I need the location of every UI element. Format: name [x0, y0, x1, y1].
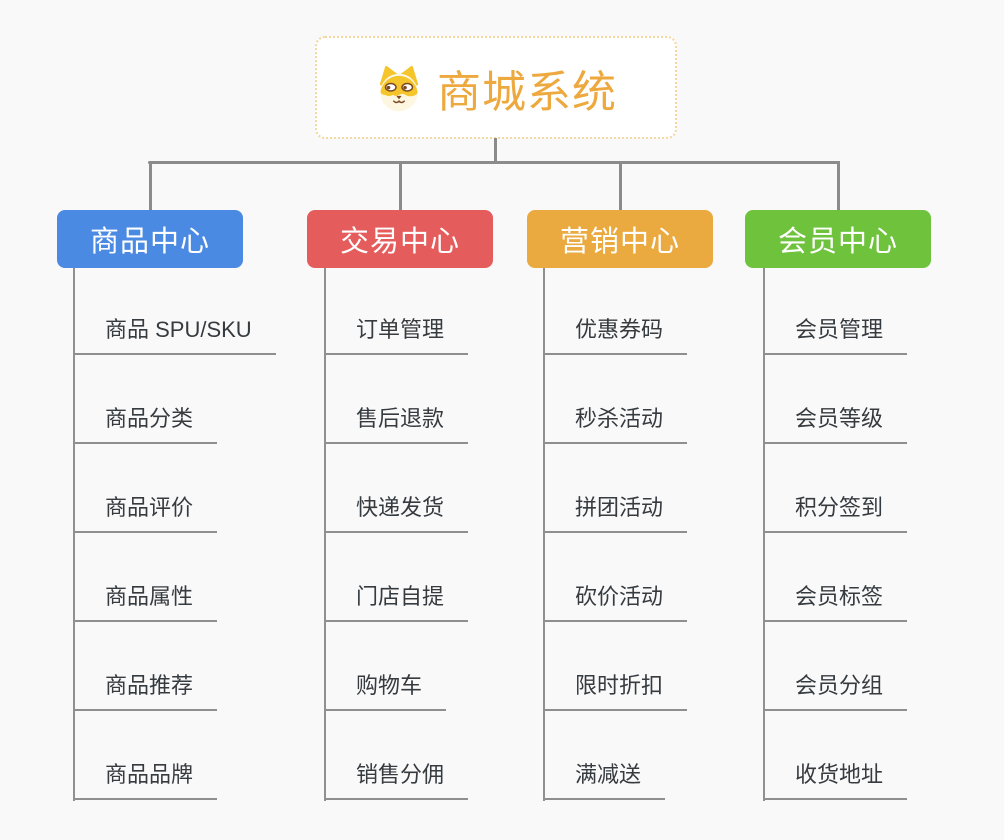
leaf-label: 会员管理: [763, 312, 908, 355]
leaf-label: 商品推荐: [73, 668, 218, 711]
branch-label: 营销中心: [559, 226, 680, 258]
leaf-node[interactable]: 快递发货: [324, 444, 469, 533]
branch-label: 商品中心: [89, 226, 210, 258]
leaf-label: 商品品牌: [73, 757, 218, 800]
leaf-column-marketing: 优惠券码 秒杀活动 拼团活动 砍价活动 限时折扣 满减送: [543, 268, 688, 801]
leaf-label: 砍价活动: [543, 579, 688, 622]
leaf-node[interactable]: 积分签到: [763, 444, 908, 533]
leaf-node[interactable]: 秒杀活动: [543, 355, 688, 444]
leaf-node[interactable]: 商品推荐: [73, 622, 276, 711]
root-node-mall-system[interactable]: 商城系统: [315, 36, 677, 139]
leaf-label: 会员分组: [763, 668, 908, 711]
leaf-label: 购物车: [324, 668, 447, 711]
leaf-column-member: 会员管理 会员等级 积分签到 会员标签 会员分组 收货地址: [763, 268, 908, 801]
branch-node-trade-center[interactable]: 交易中心: [307, 210, 493, 268]
connector-drop-marketing: [618, 161, 622, 210]
leaf-label: 收货地址: [763, 757, 908, 800]
leaf-label: 会员等级: [763, 401, 908, 444]
leaf-label: 商品 SPU/SKU: [73, 312, 276, 355]
root-title: 商城系统: [437, 67, 617, 117]
leaf-node[interactable]: 砍价活动: [543, 533, 688, 622]
branch-node-marketing-center[interactable]: 营销中心: [527, 210, 713, 268]
leaf-label: 商品属性: [73, 579, 218, 622]
leaf-node[interactable]: 商品评价: [73, 444, 276, 533]
leaf-node[interactable]: 限时折扣: [543, 622, 688, 711]
leaf-node[interactable]: 满减送: [543, 711, 687, 800]
leaf-label: 积分签到: [763, 490, 908, 533]
leaf-label: 秒杀活动: [543, 401, 688, 444]
leaf-label: 商品分类: [73, 401, 218, 444]
leaf-node[interactable]: 订单管理: [324, 268, 469, 355]
leaf-node[interactable]: 会员标签: [763, 533, 908, 622]
connector-drop-trade: [398, 161, 402, 210]
leaf-node[interactable]: 商品 SPU/SKU: [73, 268, 276, 355]
leaf-label: 限时折扣: [543, 668, 688, 711]
leaf-column-trade: 订单管理 售后退款 快递发货 门店自提 购物车 销售分佣: [324, 268, 469, 801]
leaf-label: 订单管理: [324, 312, 469, 355]
leaf-node[interactable]: 会员分组: [763, 622, 908, 711]
leaf-node[interactable]: 会员等级: [763, 355, 908, 444]
leaf-label: 满减送: [543, 757, 666, 800]
leaf-label: 售后退款: [324, 401, 469, 444]
branch-label: 会员中心: [777, 226, 898, 258]
shiba-dog-icon: [379, 65, 419, 111]
leaf-node[interactable]: 拼团活动: [543, 444, 688, 533]
connector-drop-product: [148, 161, 152, 210]
leaf-label: 销售分佣: [324, 757, 469, 800]
leaf-node[interactable]: 会员管理: [763, 268, 908, 355]
leaf-node[interactable]: 收货地址: [763, 711, 908, 800]
leaf-node[interactable]: 商品分类: [73, 355, 276, 444]
leaf-label: 拼团活动: [543, 490, 688, 533]
leaf-node[interactable]: 售后退款: [324, 355, 469, 444]
leaf-column-product: 商品 SPU/SKU 商品分类 商品评价 商品属性 商品推荐 商品品牌: [73, 268, 276, 801]
connector-drop-member: [836, 161, 840, 210]
leaf-label: 商品评价: [73, 490, 218, 533]
leaf-node[interactable]: 门店自提: [324, 533, 469, 622]
branch-node-member-center[interactable]: 会员中心: [745, 210, 931, 268]
leaf-label: 会员标签: [763, 579, 908, 622]
leaf-node[interactable]: 商品品牌: [73, 711, 276, 800]
leaf-label: 优惠券码: [543, 312, 688, 355]
leaf-node[interactable]: 商品属性: [73, 533, 276, 622]
leaf-node[interactable]: 购物车: [324, 622, 468, 711]
connector-horizontal-bar: [148, 161, 839, 164]
leaf-label: 快递发货: [324, 490, 469, 533]
branch-label: 交易中心: [339, 226, 460, 258]
branch-node-product-center[interactable]: 商品中心: [57, 210, 243, 268]
leaf-node[interactable]: 优惠券码: [543, 268, 688, 355]
leaf-label: 门店自提: [324, 579, 469, 622]
connector-root-stub: [494, 138, 497, 162]
leaf-node[interactable]: 销售分佣: [324, 711, 469, 800]
